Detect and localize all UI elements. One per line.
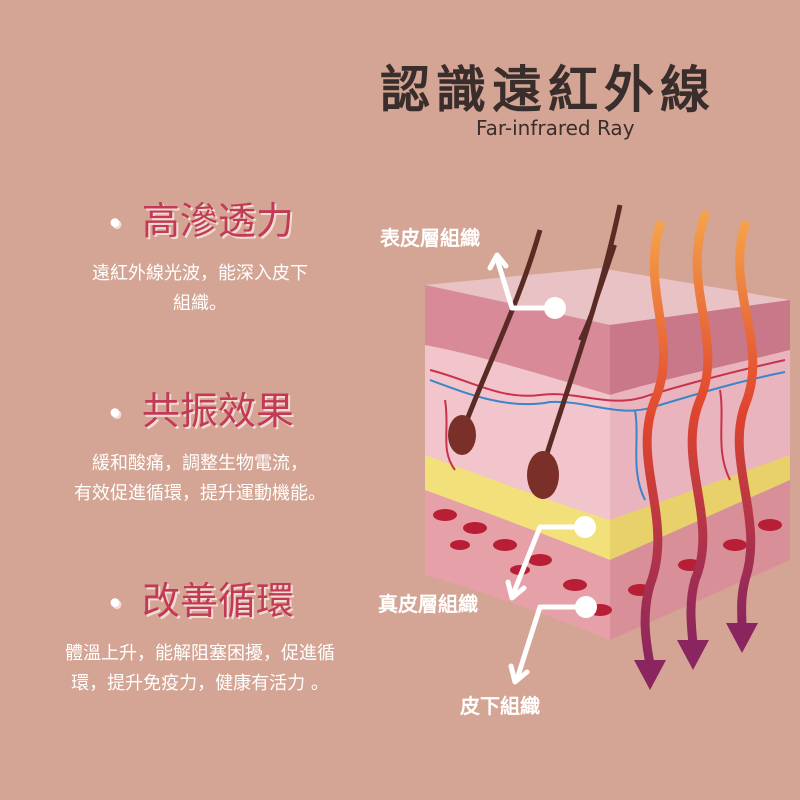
label-pointers	[487, 252, 597, 685]
feature-title: 共振效果	[141, 389, 294, 433]
arrow-down-icon	[634, 660, 666, 690]
label-subcutaneous: 皮下組織	[460, 694, 540, 718]
bullet-dot-icon: •	[106, 397, 124, 432]
blood-vessels	[429, 359, 786, 501]
pointer-arrow-icon	[515, 604, 582, 679]
bullet-dot-icon: •	[106, 587, 124, 622]
epidermis-layer	[425, 285, 610, 395]
pointer-dot-icon	[544, 297, 566, 319]
page-title: 認識遠紅外線	[380, 61, 716, 119]
feature-desc-line: 組織。	[173, 293, 227, 314]
label-dermis: 真皮層組織	[378, 592, 478, 616]
pointer-arrow-icon	[511, 524, 581, 595]
feature-penetration: • 高滲透力 遠紅外線光波，能深入皮下 組織。	[0, 190, 410, 319]
fat-layer	[425, 455, 610, 560]
page-subtitle: Far-infrared Ray	[476, 116, 635, 140]
pointer-dot-icon	[574, 516, 596, 538]
ray-wave	[640, 220, 669, 670]
arrow-down-icon	[726, 623, 758, 653]
bullet-dot-icon: •	[106, 207, 124, 242]
feature-heading: • 共振效果	[0, 380, 410, 435]
feature-desc-line: 環，提升免疫力，健康有活力 。	[71, 673, 329, 694]
skin-block	[425, 268, 790, 640]
arrow-down-icon	[677, 640, 709, 670]
hair-follicles	[448, 204, 623, 499]
pointer-dot-icon	[575, 596, 597, 618]
pointer-arrow-icon	[495, 259, 551, 311]
feature-heading: • 改善循環	[0, 570, 410, 625]
ray-wave	[686, 210, 713, 650]
feature-desc-line: 遠紅外線光波，能深入皮下	[92, 263, 308, 284]
feature-description: 緩和酸痛，調整生物電流， 有效促進循環，提升運動機能。	[0, 449, 410, 509]
label-epidermis: 表皮層組織	[380, 226, 480, 250]
feature-title: 高滲透力	[141, 199, 294, 243]
feature-circulation: • 改善循環 體溫上升，能解阻塞困擾，促進循 環，提升免疫力，健康有活力 。	[0, 570, 410, 699]
feature-desc-line: 有效促進循環，提升運動機能。	[74, 483, 326, 504]
feature-description: 體溫上升，能解阻塞困擾，促進循 環，提升免疫力，健康有活力 。	[0, 639, 410, 699]
feature-desc-line: 緩和酸痛，調整生物電流，	[92, 453, 308, 474]
far-infrared-rays	[640, 210, 758, 670]
feature-title: 改善循環	[141, 579, 294, 623]
feature-description: 遠紅外線光波，能深入皮下 組織。	[0, 259, 410, 319]
ray-wave	[734, 220, 758, 633]
feature-heading: • 高滲透力	[0, 190, 410, 245]
feature-desc-line: 體溫上升，能解阻塞困擾，促進循	[65, 643, 335, 664]
ray-arrowheads	[634, 623, 758, 690]
feature-resonance: • 共振效果 緩和酸痛，調整生物電流， 有效促進循環，提升運動機能。	[0, 380, 410, 509]
